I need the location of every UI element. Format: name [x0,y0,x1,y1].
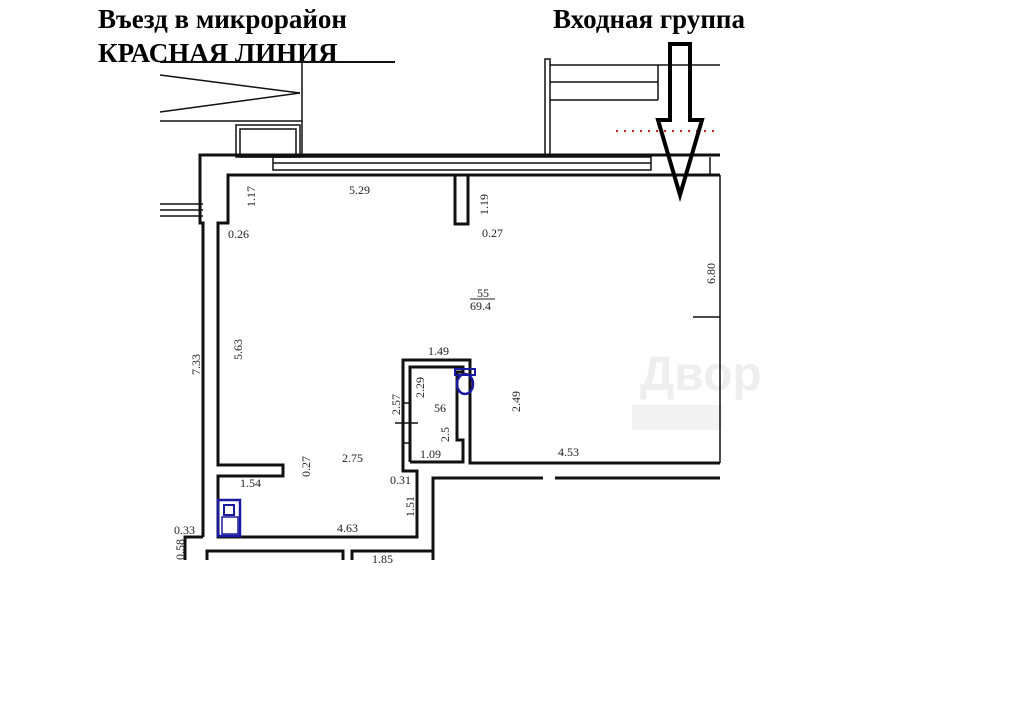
dim-bottom-cut: 1.85 [372,552,393,566]
outside-structures-right [544,58,720,156]
dim-lower-width: 4.63 [337,521,358,535]
main-room-area: 69.4 [470,299,491,313]
dim-left-bottom-h: 0.58 [173,539,187,560]
entrance-arrow-icon [655,42,705,203]
entrance-group-label: Входная группа [553,4,745,34]
dim-right-height: 6.80 [704,263,718,284]
dim-left-bottom-offset: 0.33 [174,523,195,537]
dim-bath-bottom: 1.09 [420,447,441,461]
dim-top-width: 5.29 [349,183,370,197]
dim-left-offset: 0.26 [228,227,249,241]
dim-bath-top: 1.49 [428,344,449,358]
dim-small-room-width: 1.54 [240,476,261,490]
dim-bath-gap: 0.31 [390,473,411,487]
entry-title: Въезд в микрорайон [98,4,347,34]
dim-lower-right-h: 1.51 [403,496,417,517]
outside-structures-left [159,55,303,217]
bathroom-area: 2.5 [438,427,452,442]
dim-step-height: 0.27 [299,456,313,477]
dim-bath-right-h: 2.49 [509,391,523,412]
toilet-icon [454,368,476,396]
dim-bath-outer-h: 2.57 [389,394,403,415]
bathroom-number: 56 [434,401,446,415]
dim-top-left-vertical: 1.17 [244,186,258,207]
dim-stub-width: 0.27 [482,226,503,240]
lower-walls [183,476,720,560]
main-room-number: 55 [477,286,489,300]
dim-left-outer-height: 7.33 [189,354,203,375]
dim-bottom-right: 4.53 [558,445,579,459]
dim-bath-inner-h: 2.29 [413,377,427,398]
sink-icon [216,498,242,538]
dim-left-inner-height: 5.63 [231,339,245,360]
dim-corridor-width: 2.75 [342,451,363,465]
top-wall [198,153,720,537]
dim-stub-height: 1.19 [477,194,491,215]
watermark-box [632,405,722,430]
bathroom [395,365,476,464]
watermark: Двор [640,348,762,401]
